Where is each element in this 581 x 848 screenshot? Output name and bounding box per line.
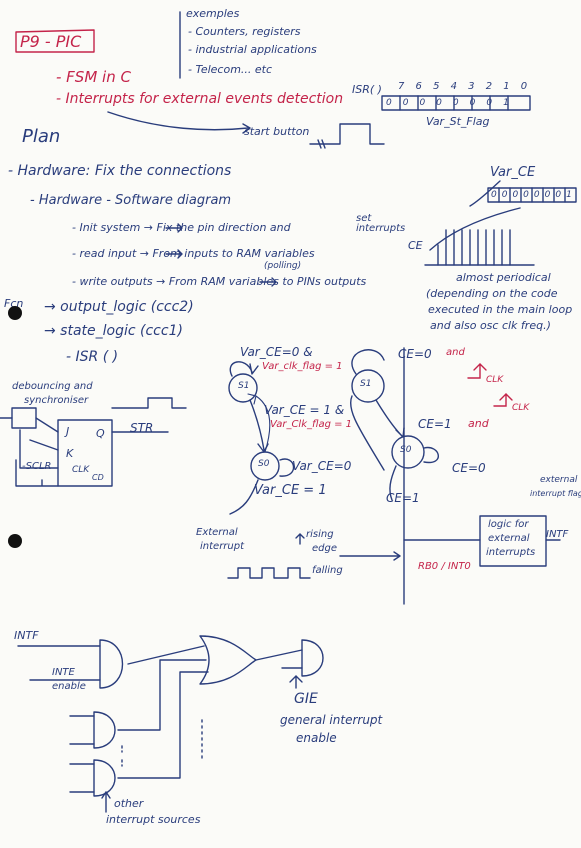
ext-flag-label: external bbox=[540, 475, 578, 485]
fcn-item: → state_logic (ccc1) bbox=[44, 323, 183, 339]
start-button-label: start button bbox=[244, 125, 310, 138]
var-ce-label: Var_CE bbox=[490, 165, 536, 180]
topic-fsm: - FSM in C bbox=[56, 68, 131, 86]
jk-sync-label: synchroniser bbox=[24, 395, 89, 406]
jk-cd: CD bbox=[92, 473, 104, 482]
fsm-right-and-mid: and bbox=[468, 417, 489, 430]
bullet-dot bbox=[8, 306, 22, 320]
gate-inte-enable: enable bbox=[52, 681, 86, 692]
gate-gie: GIE bbox=[294, 691, 318, 707]
ext-flag-label: interrupt flag bbox=[530, 489, 581, 498]
gate-gie-desc: general interrupt bbox=[280, 713, 383, 727]
example-item: - industrial applications bbox=[188, 43, 317, 56]
ext-int-label: External bbox=[196, 527, 238, 538]
gate-inte: INTE bbox=[52, 667, 75, 678]
rb0-pin-label: RB0 / INT0 bbox=[418, 561, 471, 572]
isr-caption: Var_St_Flag bbox=[426, 115, 490, 128]
ce-bits: 00000001 bbox=[491, 190, 577, 200]
other-sources: interrupt sources bbox=[106, 813, 201, 826]
falling-label: falling bbox=[312, 565, 343, 576]
or-gate bbox=[199, 635, 257, 685]
plan-hw-sw: - Hardware - Software diagram bbox=[30, 193, 232, 208]
other-sources: other bbox=[114, 797, 144, 810]
rising-label: rising bbox=[306, 529, 334, 540]
start-waveform bbox=[309, 123, 385, 145]
gate-gie-desc: enable bbox=[296, 731, 337, 745]
isr-label: ISR( ) bbox=[352, 83, 382, 96]
logic-label: interrupts bbox=[486, 547, 536, 558]
examples-title: exemples bbox=[186, 7, 240, 20]
gate-intf: INTF bbox=[14, 629, 39, 642]
fcn-prefix: Fcn bbox=[4, 297, 24, 310]
and-gate-2 bbox=[93, 711, 116, 749]
ce-note: (depending on the code bbox=[426, 287, 558, 300]
fsm-left-cond-bottom: Var_CE = 1 bbox=[254, 483, 327, 498]
fsm-left-flag-top: Var_clk_flag = 1 bbox=[262, 361, 343, 372]
logic-label: logic for bbox=[488, 519, 529, 530]
jk-clk: CLK bbox=[72, 465, 90, 475]
ce-axis-label: CE bbox=[408, 239, 423, 252]
fsm-right-ce1-bottom: CE=1 bbox=[386, 491, 420, 505]
and-gate-3 bbox=[93, 759, 116, 797]
plan-step: - Init system → Fix the pin direction an… bbox=[72, 221, 291, 234]
clk-edge-mid bbox=[493, 393, 513, 407]
topic-interrupts: - Interrupts for external events detecti… bbox=[56, 91, 344, 107]
fsm-left-state: S1 bbox=[238, 381, 250, 391]
plan-step: - write outputs → From RAM variables to … bbox=[72, 275, 367, 288]
clk-edge-top bbox=[467, 363, 487, 379]
bullet-dot bbox=[8, 534, 22, 548]
jk-k: K bbox=[66, 447, 74, 460]
fsm-right-ce1: CE=1 bbox=[418, 417, 452, 431]
fsm-right-ce0-top: CE=0 bbox=[398, 347, 432, 361]
set-interrupts-note: set interrupts bbox=[356, 213, 406, 234]
fsm-left-flag-mid: Var_Clk_flag = 1 bbox=[270, 419, 353, 430]
example-item: - Counters, registers bbox=[188, 25, 301, 38]
plan-step: - read input → From inputs to RAM variab… bbox=[72, 247, 315, 260]
jk-debounce-label: debouncing and bbox=[12, 381, 93, 392]
fsm-left-cond-mid: Var_CE = 1 & bbox=[264, 403, 345, 417]
fsm-right-state: S1 bbox=[360, 379, 372, 389]
arrow-to-start bbox=[107, 111, 249, 131]
fsm-right-ce0-right: CE=0 bbox=[452, 461, 486, 475]
fsm-right-clk-mid: CLK bbox=[512, 403, 530, 413]
and-gate-gie bbox=[301, 639, 324, 677]
and-gate-1 bbox=[99, 639, 124, 689]
fsm-left-self-loop: Var_CE=0 bbox=[292, 459, 352, 473]
fsm-right-clk-top: CLK bbox=[486, 375, 504, 385]
plan-hardware: - Hardware: Fix the connections bbox=[8, 163, 232, 179]
isr-bit-header: 7 6 5 4 3 2 1 0 bbox=[398, 81, 532, 92]
polling-note: (polling) bbox=[264, 261, 302, 271]
logic-box bbox=[479, 515, 547, 567]
state-circle-s1-right bbox=[351, 369, 385, 403]
jk-j: J bbox=[66, 425, 70, 438]
state-circle-s0-right bbox=[391, 435, 425, 469]
edge-label: edge bbox=[312, 543, 337, 554]
fsm-right-state: S0 bbox=[400, 445, 412, 455]
debounce-box bbox=[11, 407, 37, 429]
state-circle-s1-left bbox=[228, 373, 258, 403]
example-item: - Telecom... etc bbox=[188, 63, 273, 76]
fsm-right-and-top: and bbox=[446, 347, 465, 358]
fsm-left-state: S0 bbox=[258, 459, 270, 469]
title-box-stroke bbox=[15, 29, 95, 53]
ce-note: and also osc clk freq.) bbox=[430, 319, 551, 332]
isr-bits: 00000001 bbox=[386, 98, 520, 108]
jk-q: Q bbox=[96, 427, 105, 440]
plan-title: Plan bbox=[22, 126, 61, 147]
fcn-item: - ISR ( ) bbox=[66, 349, 119, 365]
fcn-item: → output_logic (ccc2) bbox=[44, 299, 194, 315]
ce-note: almost periodical bbox=[456, 271, 551, 284]
isr-register-box bbox=[381, 95, 531, 111]
jk-box bbox=[57, 419, 113, 487]
intf-label: INTF bbox=[546, 529, 569, 540]
jk-str: STR bbox=[130, 421, 154, 435]
course-code: P9 - PIC bbox=[20, 32, 82, 51]
fsm-left-cond-top: Var_CE=0 & bbox=[240, 345, 313, 359]
ce-note: executed in the main loop bbox=[428, 303, 573, 316]
ext-int-label: interrupt bbox=[200, 541, 245, 552]
logic-label: external bbox=[488, 533, 530, 544]
jk-sclr: -SCLR bbox=[22, 461, 52, 472]
